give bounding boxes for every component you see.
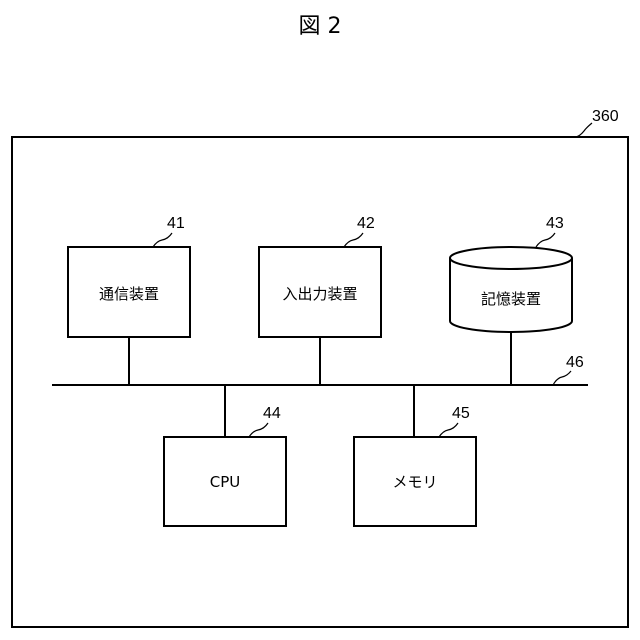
storage-ref-number: 43 xyxy=(546,215,564,232)
device-ref-number: 360 xyxy=(592,108,619,125)
cpu-ref-number: 44 xyxy=(263,405,281,422)
memory-ref-number: 45 xyxy=(452,405,470,422)
storage-device-cylinder-top xyxy=(450,247,572,269)
comm-ref-number: 41 xyxy=(167,215,185,232)
cpu-label: CPU xyxy=(210,473,241,491)
communication-device-label: 通信装置 xyxy=(99,285,159,303)
device-ref-leader xyxy=(576,123,592,137)
memory-label: メモリ xyxy=(392,473,437,491)
io-ref-number: 42 xyxy=(357,215,375,232)
storage-device-label: 記憶装置 xyxy=(481,290,541,308)
io-device-label: 入出力装置 xyxy=(282,285,357,303)
bus-ref-number: 46 xyxy=(566,354,584,371)
figure-title: 図 2 xyxy=(299,14,342,39)
